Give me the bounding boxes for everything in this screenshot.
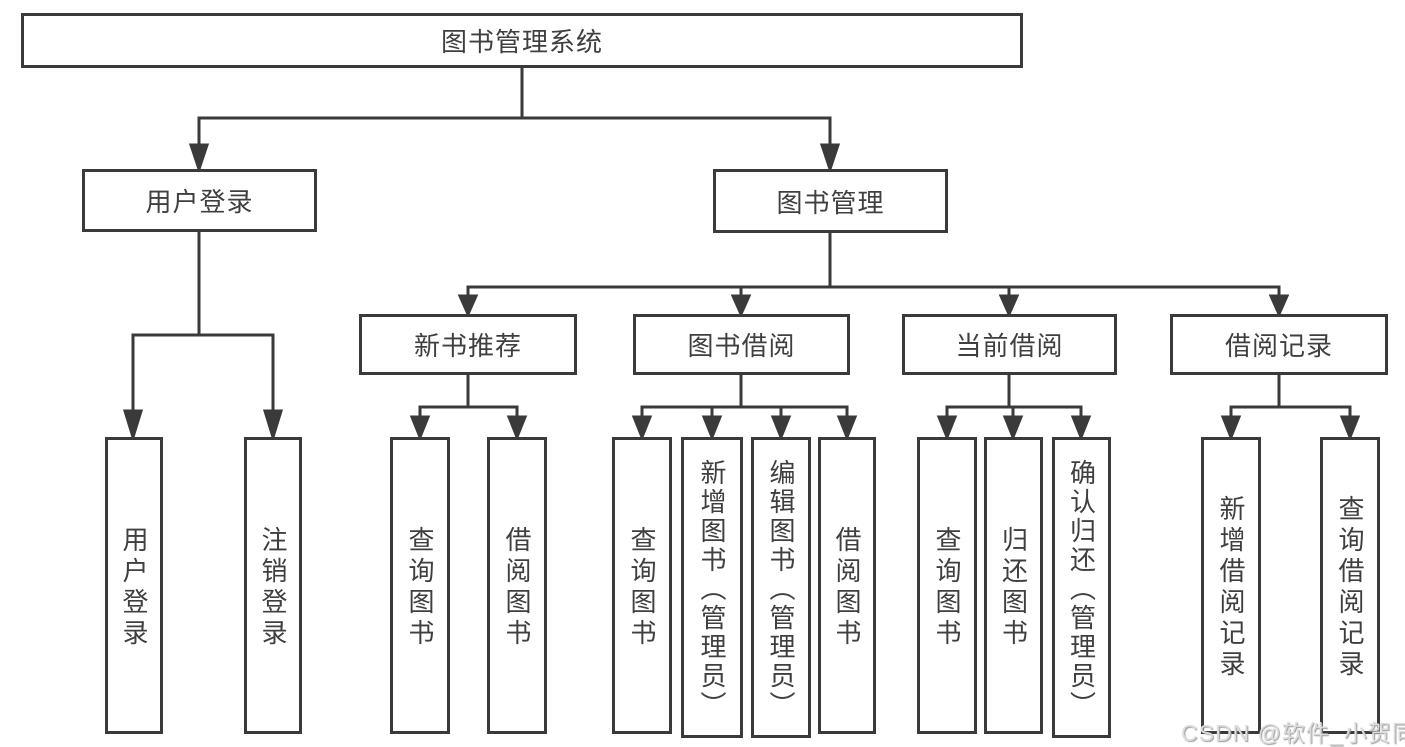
node-user-login: 用户登录 (82, 169, 317, 232)
node-root: 图书管理系统 (21, 13, 1023, 68)
leaf-borrow-books-recommend: 借阅图书 (487, 437, 547, 734)
leaf-query-borrow-record: 查询借阅记录 (1320, 437, 1380, 734)
leaf-query-books-recommend: 查询图书 (390, 437, 450, 734)
leaf-logout: 注销登录 (244, 437, 302, 734)
leaf-return-books: 归还图书 (984, 437, 1043, 734)
leaf-borrow-books-borrowing: 借阅图书 (818, 437, 876, 734)
node-book-borrowing: 图书借阅 (633, 314, 850, 375)
node-borrowing-records: 借阅记录 (1170, 314, 1388, 375)
leaf-add-borrow-record: 新增借阅记录 (1201, 437, 1261, 734)
leaf-add-books-admin: 新增图书（管理员） (681, 437, 743, 738)
leaf-edit-books-admin: 编辑图书（管理员） (751, 437, 811, 738)
node-new-book-recommend: 新书推荐 (359, 314, 577, 375)
leaf-confirm-return-admin: 确认归还（管理员） (1052, 437, 1111, 738)
leaf-user-login: 用户登录 (105, 437, 163, 734)
leaf-query-books-borrowing: 查询图书 (612, 437, 672, 734)
node-current-borrowing: 当前借阅 (902, 314, 1117, 375)
csdn-watermark: CSDN @软件_小贺同学 (1181, 720, 1405, 746)
leaf-query-books-current: 查询图书 (917, 437, 977, 734)
node-book-management: 图书管理 (713, 169, 948, 233)
